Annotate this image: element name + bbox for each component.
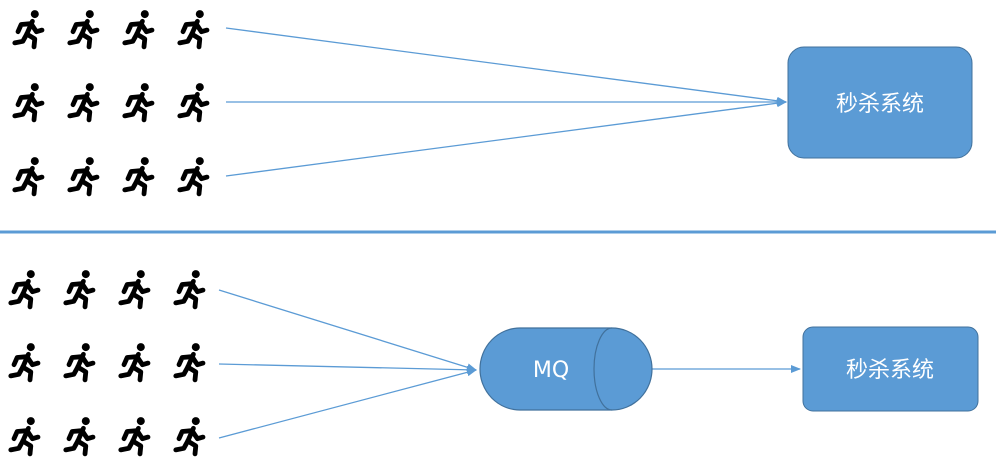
running-person-icon (180, 10, 207, 47)
running-person-icon (11, 417, 38, 454)
request-arrow (225, 27, 787, 105)
running-person-icon (66, 343, 93, 380)
running-person-icon (66, 417, 93, 454)
top-flash-sale-system-label: 秒杀系统 (836, 92, 924, 117)
running-person-icon (70, 83, 97, 120)
top-arrows (225, 27, 787, 177)
running-person-icon (121, 417, 148, 454)
running-person-icon (180, 83, 207, 120)
bottom-flash-sale-system-box: 秒杀系统 (802, 326, 979, 412)
top-section: 秒杀系统 (15, 10, 973, 194)
running-person-icon (66, 270, 93, 307)
running-person-icon (121, 343, 148, 380)
bottom-arrows (218, 289, 801, 439)
running-person-icon (180, 157, 207, 194)
running-person-icon (11, 270, 38, 307)
top-runners-group (15, 10, 207, 194)
running-person-icon (70, 157, 97, 194)
running-person-icon (121, 270, 148, 307)
request-arrow (225, 99, 787, 177)
request-arrow (218, 289, 477, 372)
running-person-icon (15, 83, 42, 120)
running-person-icon (176, 270, 203, 307)
message-queue-label: MQ (533, 358, 569, 383)
bottom-flash-sale-system-label: 秒杀系统 (846, 358, 934, 383)
running-person-icon (125, 10, 152, 47)
running-person-icon (15, 157, 42, 194)
bottom-runners-group (11, 270, 203, 454)
request-arrow (218, 368, 477, 439)
running-person-icon (125, 157, 152, 194)
running-person-icon (11, 343, 38, 380)
bottom-section: MQ 秒杀系统 (11, 270, 979, 454)
running-person-icon (15, 10, 42, 47)
top-flash-sale-system-box: 秒杀系统 (787, 46, 973, 159)
message-queue-cylinder: MQ (479, 327, 653, 411)
request-arrow (218, 363, 477, 374)
running-person-icon (176, 417, 203, 454)
running-person-icon (176, 343, 203, 380)
running-person-icon (70, 10, 97, 47)
running-person-icon (125, 83, 152, 120)
